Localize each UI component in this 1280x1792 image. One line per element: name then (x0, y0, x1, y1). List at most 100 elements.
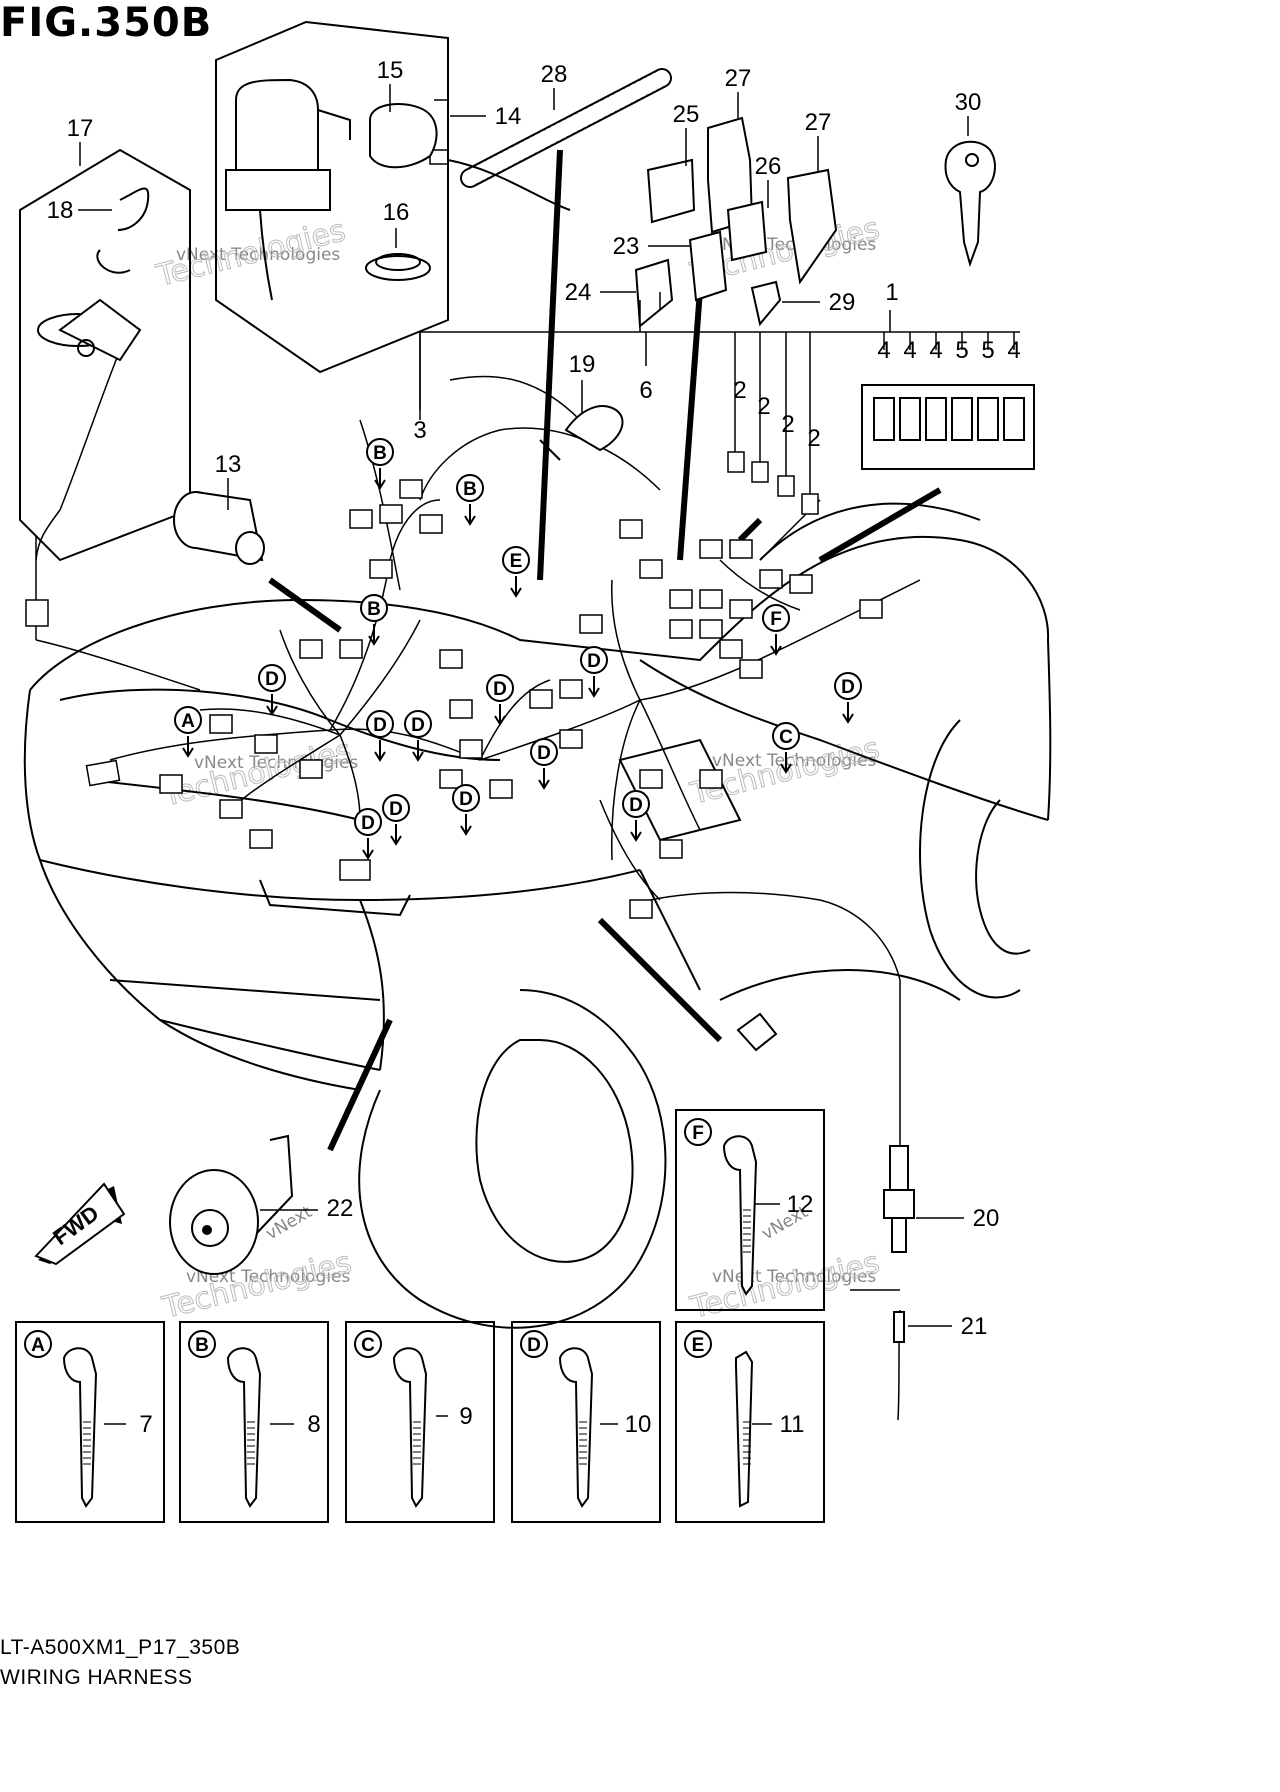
callout-c23: 23 (613, 233, 640, 260)
callout-c9: 9 (459, 1403, 472, 1430)
inset-marker-boxA-label: A (31, 1335, 45, 1356)
clamp-arrow (630, 820, 642, 842)
clamp-marker-mE1-label: E (510, 551, 523, 572)
clamp-arrow (494, 704, 506, 726)
inset-marker-boxE-label: E (692, 1335, 705, 1356)
clamp-arrow (182, 736, 194, 758)
callout-c2b: 2 (757, 393, 770, 420)
clamp-arrow (412, 740, 424, 762)
callout-c5b: 5 (981, 337, 994, 364)
callout-c29: 29 (829, 289, 856, 316)
clamp-marker-mF1-label: F (770, 609, 782, 630)
callout-c5a: 5 (955, 337, 968, 364)
callout-c1: 1 (885, 279, 898, 306)
callout-c19: 19 (569, 351, 596, 378)
clamp-arrow (374, 740, 386, 762)
harness-wires (35, 349, 921, 1421)
callout-c30: 30 (955, 89, 982, 116)
inset-box-b (179, 1321, 329, 1523)
watermark-large: Technologies (686, 1245, 882, 1326)
clamp-arrow (842, 702, 854, 724)
clamp-marker-mD1-label: D (265, 669, 279, 690)
cable-clip-boxE (735, 1350, 754, 1508)
cable-clip-boxA (62, 1347, 98, 1508)
cable-clip-boxF (722, 1135, 758, 1296)
clamp-marker-mD5: D (580, 646, 608, 674)
inset-box-f (675, 1109, 825, 1311)
fwd-arrow: FWD (34, 1182, 126, 1266)
clamp-marker-mD3-label: D (361, 813, 375, 834)
key-30 (944, 140, 996, 268)
clamp-arrow (374, 468, 386, 490)
inset-marker-boxC: C (354, 1330, 382, 1358)
callout-c2c: 2 (781, 411, 794, 438)
clamp-marker-mC1-label: C (779, 727, 793, 748)
callout-c4a: 4 (877, 337, 890, 364)
clamp-arrow (510, 576, 522, 598)
inset-marker-boxE: E (684, 1330, 712, 1358)
clamp-marker-mB2: B (456, 474, 484, 502)
clamp-marker-mB1-label: B (373, 443, 387, 464)
clamp-arrow (780, 752, 792, 774)
o2-sensor (736, 1012, 915, 1253)
clamp-marker-mD11-label: D (373, 715, 387, 736)
callout-c20: 20 (973, 1205, 1000, 1232)
clamp-marker-mD5-label: D (587, 651, 601, 672)
callout-c2a: 2 (733, 377, 746, 404)
callout-c7: 7 (139, 1411, 152, 1438)
inset-marker-boxB: B (188, 1330, 216, 1358)
inset-box-a (15, 1321, 165, 1523)
figure-code: LT-A500XM1_P17_350B (0, 1636, 241, 1659)
clamp-marker-mD8-label: D (629, 795, 643, 816)
corrugated-tube (460, 68, 672, 188)
clamp-arrow (390, 824, 402, 846)
figure-caption: WIRING HARNESS (0, 1666, 193, 1689)
callout-c6: 6 (639, 377, 652, 404)
inset-marker-boxC-label: C (361, 1335, 375, 1356)
horn (169, 1134, 294, 1275)
clamp-marker-mD9: D (834, 672, 862, 700)
callout-c18: 18 (47, 197, 74, 224)
clamp-marker-mD4: D (486, 674, 514, 702)
ignition-switch-set (215, 20, 449, 374)
clamp-marker-mB3-label: B (367, 599, 381, 620)
clamp-marker-mB3: B (360, 594, 388, 622)
callout-c10: 10 (625, 1411, 652, 1438)
fuse-bracket (419, 99, 1020, 494)
connectors (25, 149, 883, 919)
clamp-arrow (460, 814, 472, 836)
cable-19 (447, 159, 624, 461)
callout-c26: 26 (755, 153, 782, 180)
callout-c16: 16 (383, 199, 410, 226)
clamp-marker-mD6-label: D (537, 743, 551, 764)
inset-marker-boxA: A (24, 1330, 52, 1358)
inset-box-c (345, 1321, 495, 1523)
fuse-box (861, 384, 1035, 470)
clamp-marker-mD1: D (258, 664, 286, 692)
atv-body-outline (23, 502, 1052, 1329)
callout-c11: 11 (780, 1411, 805, 1438)
callout-c8: 8 (307, 1411, 320, 1438)
callout-c3: 3 (413, 417, 426, 444)
clamp-marker-mD2: D (382, 794, 410, 822)
clamp-marker-mC1: C (772, 722, 800, 750)
inset-marker-boxF-label: F (692, 1123, 704, 1144)
clamp-marker-mD9-label: D (841, 677, 855, 698)
clamp-marker-mD4-label: D (493, 679, 507, 700)
clamp-marker-mD10: D (404, 710, 432, 738)
callout-c21: 21 (961, 1313, 988, 1340)
inset-marker-boxD-label: D (527, 1335, 541, 1356)
inset-box-d (511, 1321, 661, 1523)
callout-c14: 14 (495, 103, 522, 130)
clamp-arrow (464, 504, 476, 526)
clamp-marker-mB2-label: B (463, 479, 477, 500)
clamp-marker-mF1: F (762, 604, 790, 632)
cable-tie-21 (893, 1311, 905, 1343)
clamp-marker-mD7: D (452, 784, 480, 812)
clamp-marker-mD8: D (622, 790, 650, 818)
clamp-marker-mA1-label: A (181, 711, 195, 732)
callout-c4c: 4 (929, 337, 942, 364)
clamp-arrow (588, 676, 600, 698)
